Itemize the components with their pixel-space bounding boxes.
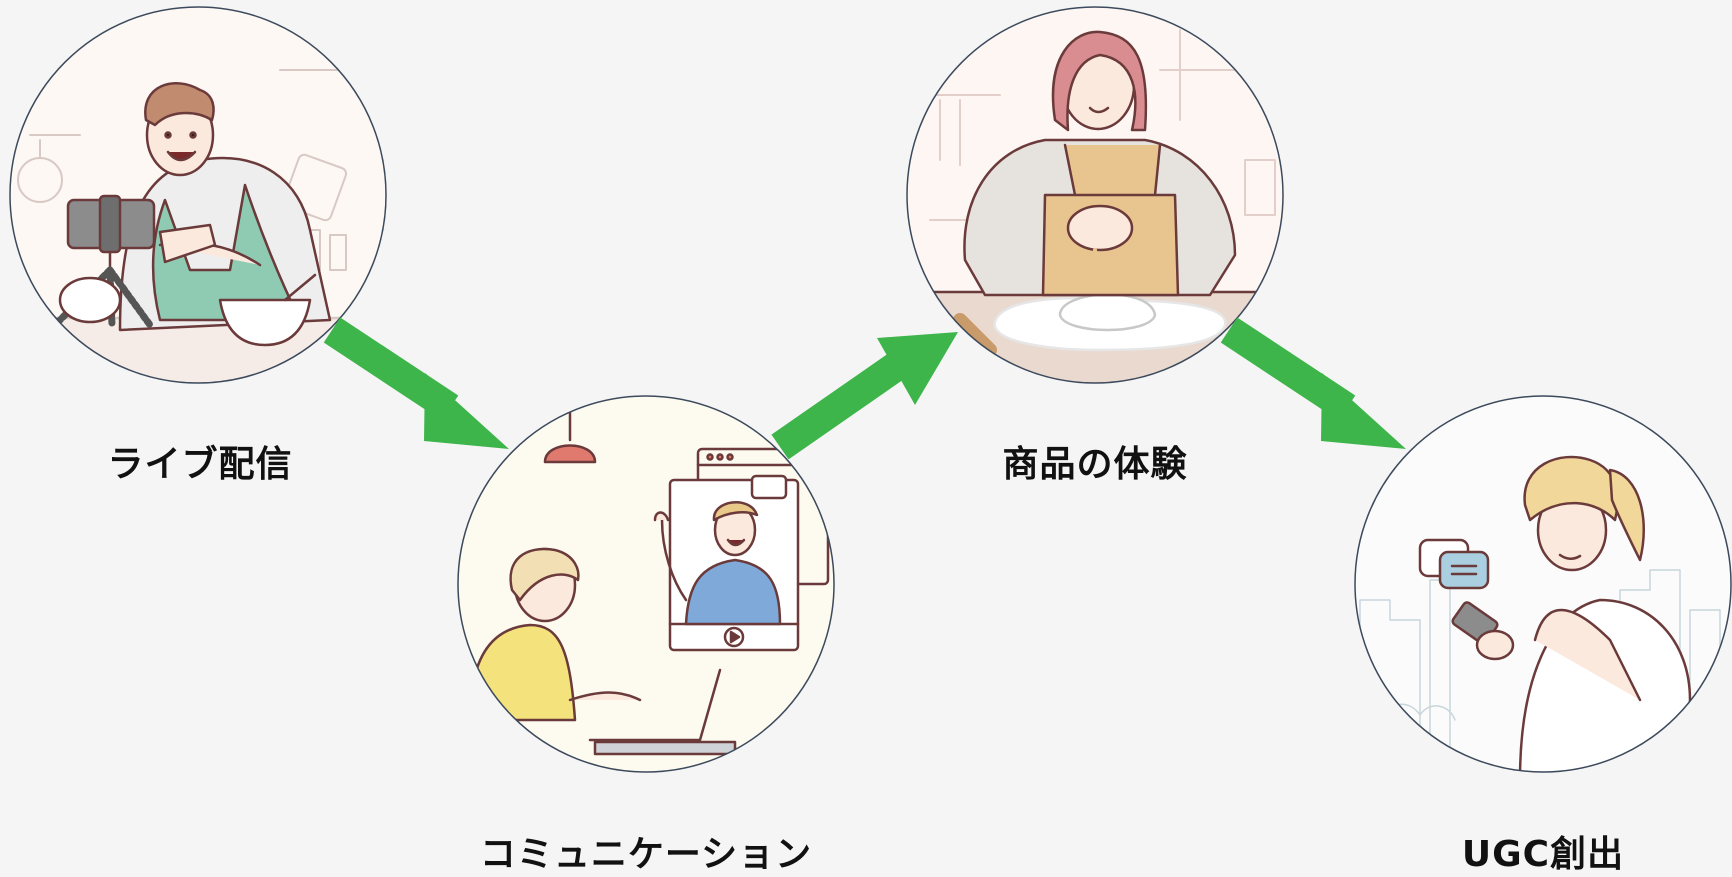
- step-label-product-experience: 商品の体験: [1002, 444, 1188, 485]
- step-label-livestream: ライブ配信: [107, 444, 293, 485]
- smartphone-posting-icon: [1354, 395, 1732, 773]
- arrow-3-right-down: [1220, 317, 1406, 449]
- arrow-1-right-down: [323, 317, 509, 449]
- video-chat-icon: [457, 395, 835, 773]
- step-label-ugc-creation: UGC創出: [1461, 834, 1625, 875]
- arrow-2-right-up: [771, 332, 958, 460]
- step-label-communication: コミュニケーション: [479, 834, 813, 875]
